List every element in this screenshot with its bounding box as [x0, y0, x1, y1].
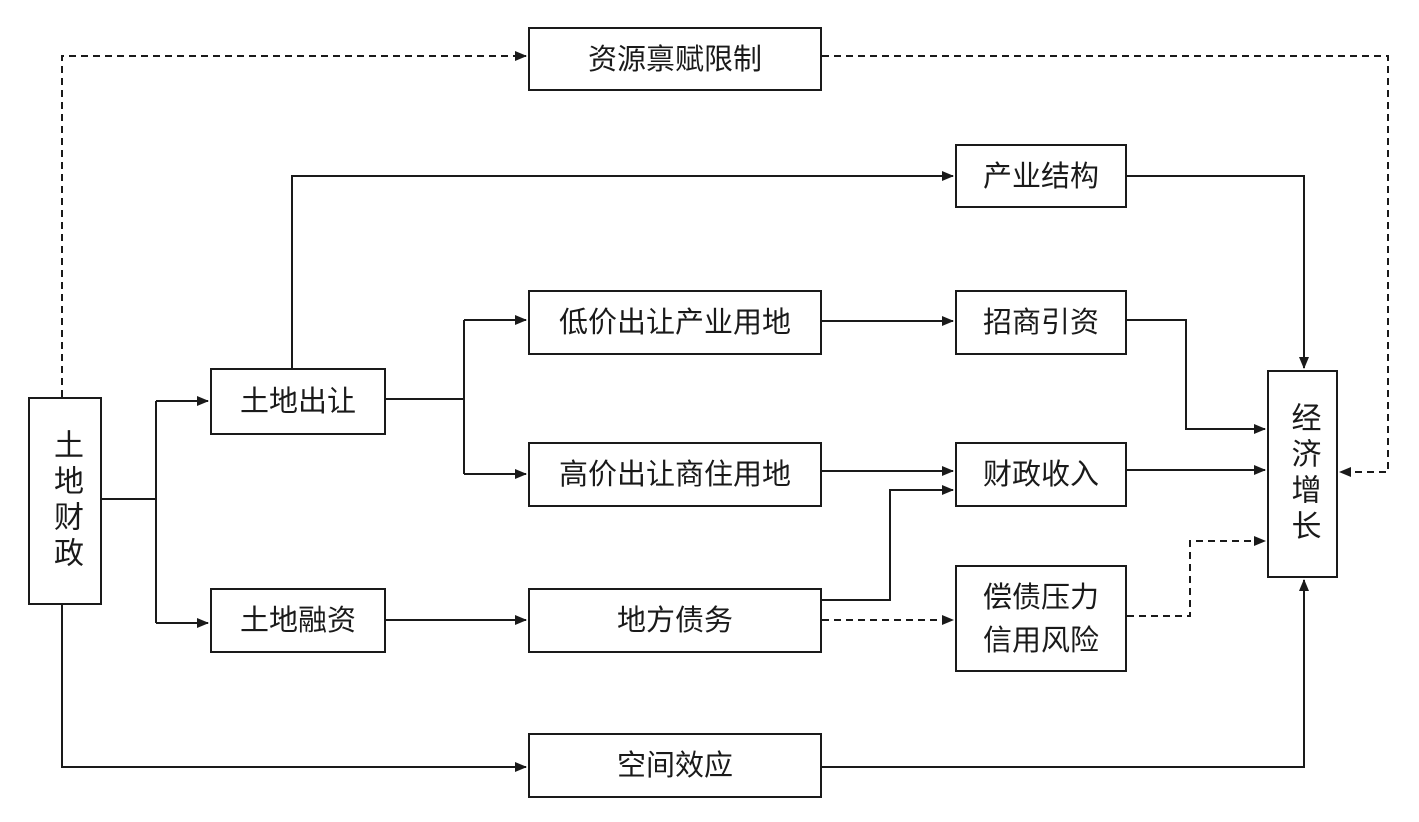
- node-land-transfer: 土地出让: [210, 368, 386, 435]
- edge-debt-risk-to-growth: [1127, 536, 1266, 617]
- node-credit-risk-label: 信用风险: [982, 622, 1099, 657]
- node-land-transfer-label: 土地出让: [239, 384, 356, 418]
- node-low-price-industrial-land: 低价出让产业用地: [528, 290, 822, 355]
- edge-resource-limit-to-economic-growth: [822, 55, 1389, 477]
- node-resource-endowment-limit: 资源禀赋限制: [528, 27, 822, 91]
- node-land-financing-label: 土地融资: [239, 603, 356, 637]
- node-high-price-commercial-land: 高价出让商住用地: [528, 442, 822, 507]
- node-local-debt: 地方债务: [528, 588, 822, 653]
- node-local-debt-label: 地方债务: [616, 603, 733, 637]
- node-industry-structure: 产业结构: [955, 144, 1127, 208]
- node-resource-endowment-limit-label: 资源禀赋限制: [587, 41, 762, 76]
- node-economic-growth-label: 经济增长: [1285, 402, 1321, 546]
- node-fiscal-revenue-label: 财政收入: [982, 457, 1099, 491]
- node-high-price-commercial-land-label: 高价出让商住用地: [558, 457, 791, 491]
- node-low-price-industrial-land-label: 低价出让产业用地: [558, 305, 791, 339]
- node-land-finance: 土地财政: [28, 397, 102, 605]
- node-land-financing: 土地融资: [210, 588, 386, 653]
- node-spatial-effect: 空间效应: [528, 733, 822, 798]
- node-fiscal-revenue: 财政收入: [955, 442, 1127, 507]
- node-debt-pressure-label: 偿债压力: [982, 580, 1099, 615]
- edge-land-finance-to-resource-limit: [61, 51, 527, 397]
- edge-investment-to-growth: [1127, 319, 1266, 434]
- node-spatial-effect-label: 空间效应: [616, 748, 733, 782]
- node-investment-attraction-label: 招商引资: [982, 305, 1099, 339]
- edge-land-finance-to-spatial-effect: [61, 605, 527, 772]
- edge-spatial-effect-to-growth: [822, 579, 1309, 768]
- node-industry-structure-label: 产业结构: [982, 158, 1099, 193]
- node-land-finance-label: 土地财政: [48, 429, 83, 573]
- node-investment-attraction: 招商引资: [955, 290, 1127, 355]
- edge-local-debt-to-fiscal-revenue: [822, 485, 954, 601]
- node-debt-pressure-credit-risk: 偿债压力 信用风险: [955, 565, 1127, 672]
- edge-land-transfer-to-industry-structure: [291, 171, 954, 368]
- edge-industry-structure-to-growth: [1127, 175, 1309, 369]
- node-economic-growth: 经济增长: [1267, 370, 1338, 578]
